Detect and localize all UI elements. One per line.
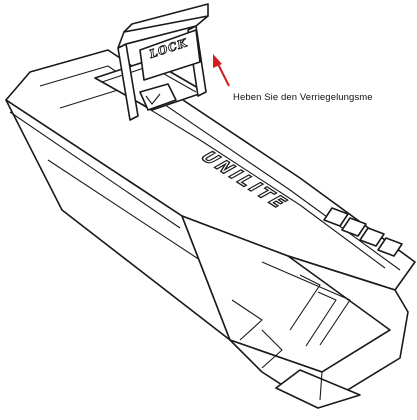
lock-lever-face [139,29,201,81]
pack-left-side-ridge-2 [47,159,201,261]
latch-tab-mark [145,93,161,105]
vent-slot-4 [377,237,403,257]
vent-slot-1 [323,207,349,227]
bumper-rib-4 [261,329,283,369]
bumper-foot-edge [319,371,323,401]
red-arrow-icon [217,63,230,87]
callout-text: Heben Sie den Verriegelungsme [233,92,373,103]
lock-lever-hook [123,3,209,33]
pack-top-panel-inner [59,89,386,269]
bumper-rib-1 [261,261,351,346]
vent-slot-3 [359,227,385,247]
red-arrow-head-icon [213,54,222,68]
bumper-rib-2 [289,274,321,331]
bumper-foot [275,369,361,409]
pack-left-side-ridge [9,111,181,229]
bumper-rib-5 [231,299,263,341]
bumper-rib-3 [305,291,337,347]
vent-slot-2 [341,217,367,237]
pack-left-side-ridge-3 [61,209,231,341]
